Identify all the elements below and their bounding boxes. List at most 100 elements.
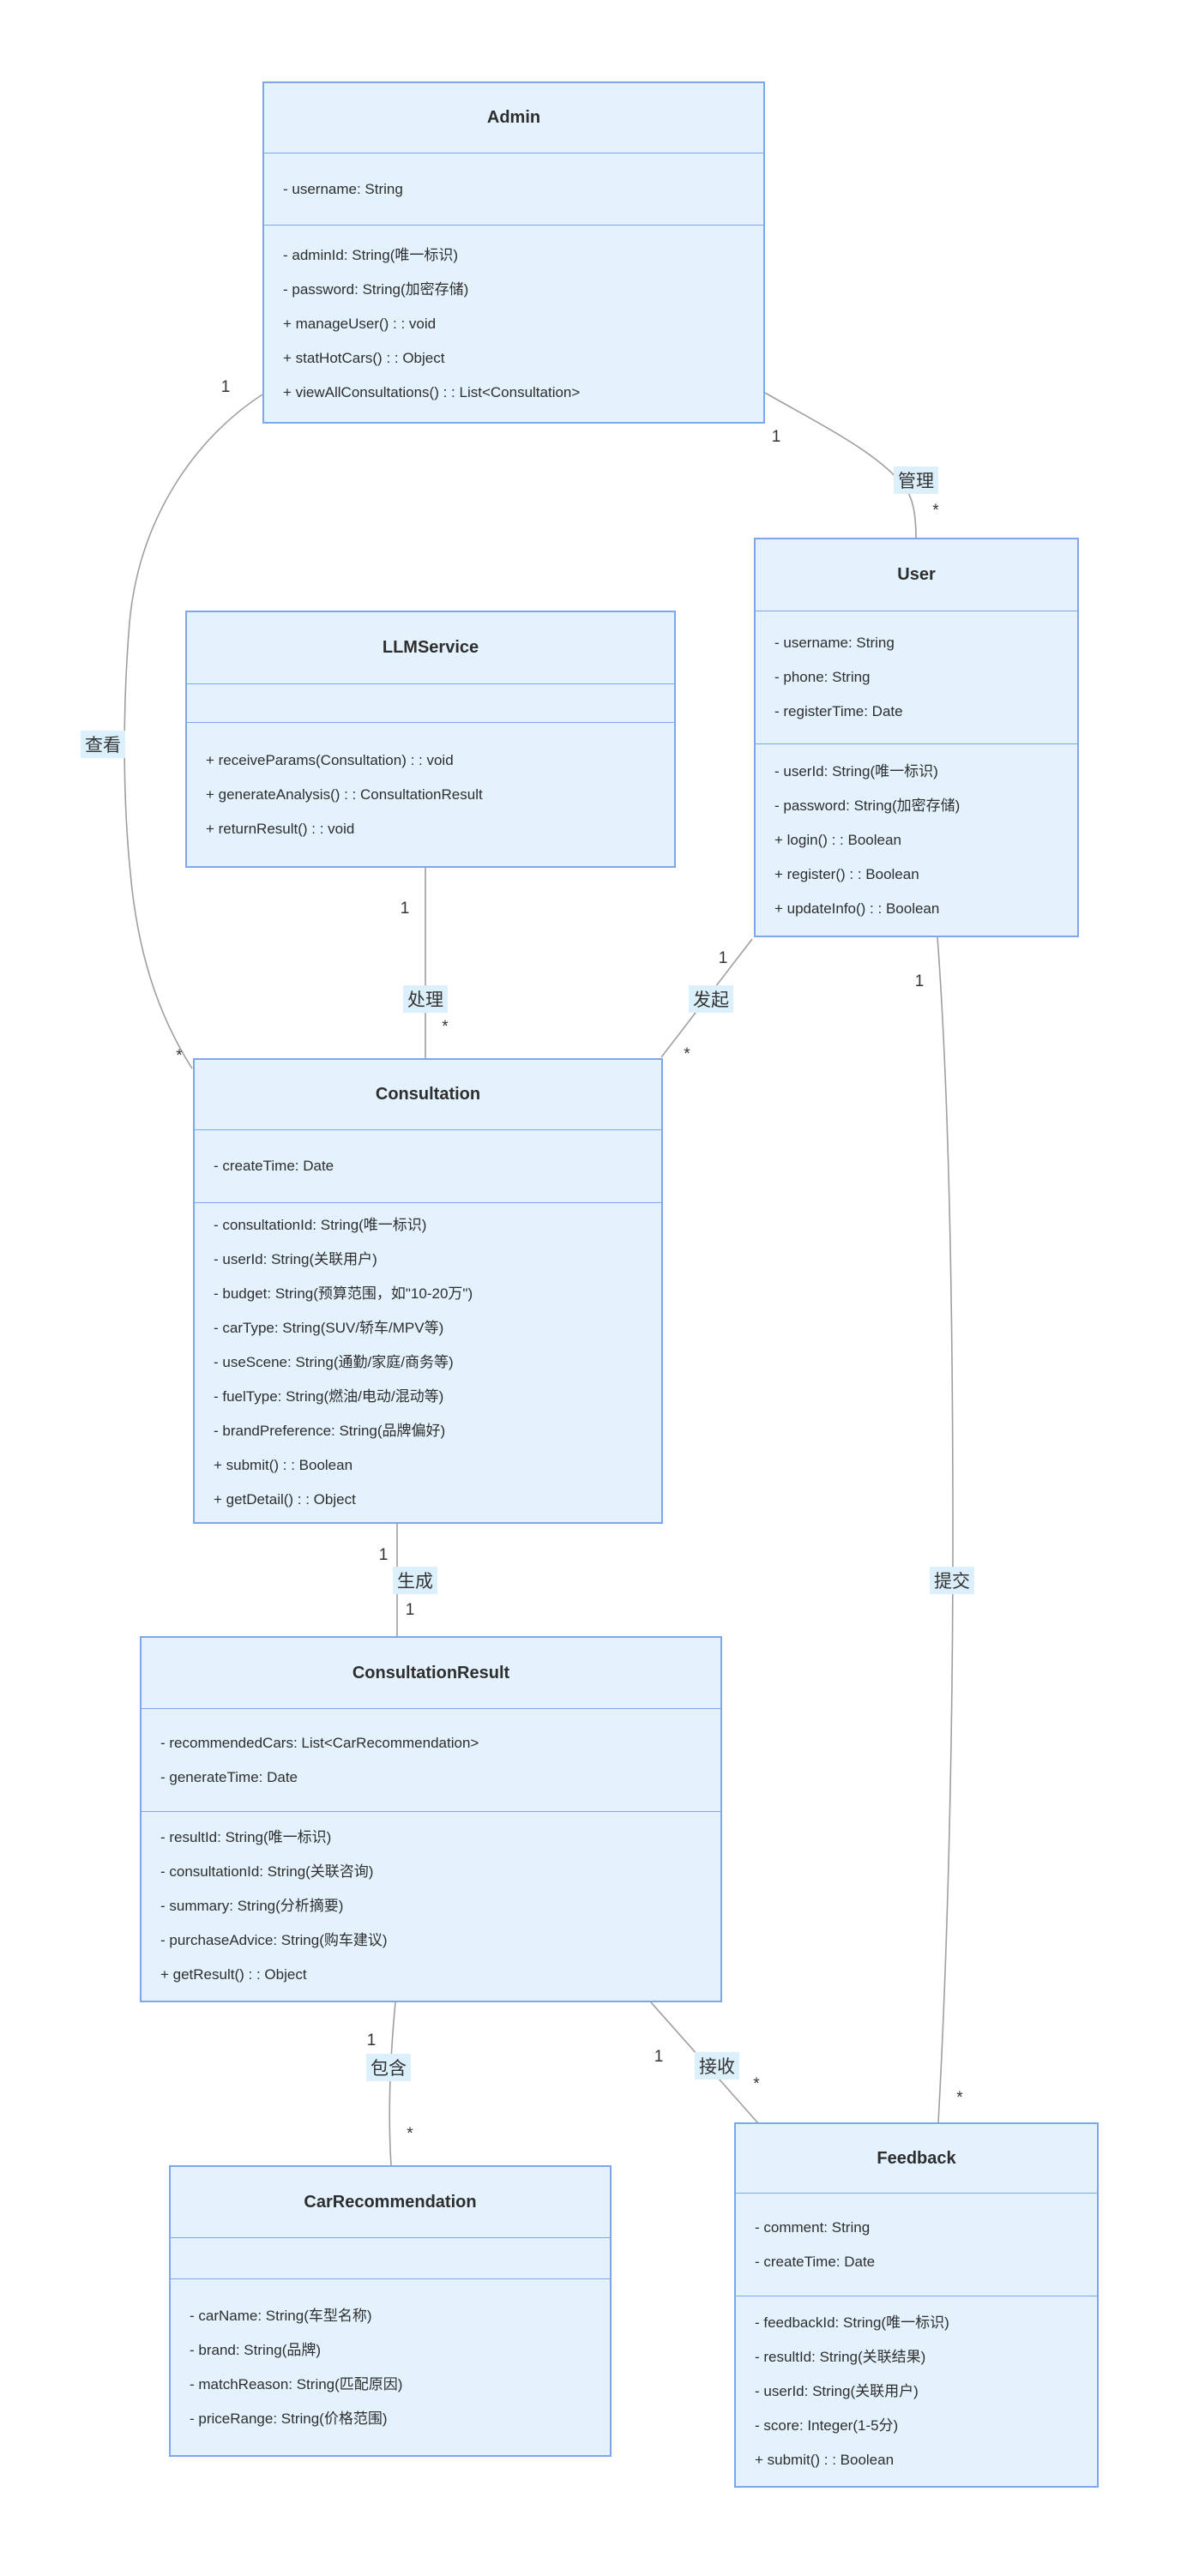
class-method: - carName: String(车型名称) <box>190 2307 372 2324</box>
class-method: + generateAnalysis() : : ConsultationRes… <box>206 785 483 803</box>
mult-receive-to: * <box>753 2075 760 2093</box>
edge-label-submit: 提交 <box>930 1567 974 1594</box>
class-title-text: Admin <box>486 108 541 127</box>
class-method: - feedbackId: String(唯一标识) <box>755 2314 949 2331</box>
class-title-llmservice: LLMService <box>187 612 674 683</box>
class-method: - password: String(加密存储) <box>774 797 961 814</box>
edge-label-view: 查看 <box>81 731 125 758</box>
class-box-feedback: Feedback - comment: String - createTime:… <box>734 2122 1099 2488</box>
class-box-carrecommendation: CarRecommendation - carName: String(车型名称… <box>169 2165 612 2457</box>
class-method: - score: Integer(1-5分) <box>755 2417 899 2434</box>
class-method: - summary: String(分析摘要) <box>160 1898 344 1914</box>
class-method: - password: String(加密存储) <box>283 280 469 298</box>
class-attribute: - username: String <box>283 180 403 197</box>
class-method: + register() : : Boolean <box>774 865 919 882</box>
class-method: - brand: String(品牌) <box>190 2341 322 2358</box>
edge-result-carrecommendation-contain <box>389 2001 396 2166</box>
class-method: + receiveParams(Consultation) : : void <box>206 751 454 768</box>
class-method: - resultId: String(关联结果) <box>755 2348 926 2365</box>
mult-manage-to: * <box>932 502 939 520</box>
class-method: - consultationId: String(唯一标识) <box>214 1217 427 1233</box>
class-methods-user: - userId: String(唯一标识) - password: Strin… <box>756 743 1077 936</box>
class-title-text: Feedback <box>877 2148 956 2168</box>
class-box-consultationresult: ConsultationResult - recommendedCars: Li… <box>140 1636 722 2002</box>
class-method: - userId: String(关联用户) <box>755 2382 919 2399</box>
class-attributes-admin: - username: String <box>264 153 763 225</box>
class-method: + submit() : : Boolean <box>214 1457 353 1473</box>
mult-process-to: * <box>442 1018 449 1036</box>
class-title-consultationresult: ConsultationResult <box>142 1638 720 1708</box>
class-attributes-feedback: - comment: String - createTime: Date <box>736 2193 1097 2296</box>
class-title-admin: Admin <box>264 83 763 153</box>
class-title-text: LLMService <box>382 638 479 657</box>
edge-admin-consultation-view <box>124 394 263 1069</box>
class-method: + returnResult() : : void <box>206 820 355 837</box>
class-method: + submit() : : Boolean <box>755 2451 895 2468</box>
class-attribute: - generateTime: Date <box>160 1768 298 1785</box>
class-attributes-llmservice <box>187 683 674 722</box>
class-attribute: - comment: String <box>755 2218 871 2236</box>
class-method: - consultationId: String(关联咨询) <box>160 1863 374 1880</box>
class-method: + login() : : Boolean <box>774 831 901 848</box>
mult-initiate-from: 1 <box>718 949 728 967</box>
edge-label-process: 处理 <box>403 985 448 1013</box>
mult-view-to: * <box>176 1047 183 1065</box>
edge-user-feedback-submit <box>937 936 954 2123</box>
class-attributes-consultation: - createTime: Date <box>195 1129 661 1202</box>
class-method: + updateInfo() : : Boolean <box>774 900 940 917</box>
class-method: - budget: String(预算范围，如"10-20万") <box>214 1285 473 1302</box>
class-box-llmservice: LLMService + receiveParams(Consultation)… <box>185 611 676 868</box>
class-attributes-user: - username: String - phone: String - reg… <box>756 611 1077 743</box>
class-methods-feedback: - feedbackId: String(唯一标识) - resultId: S… <box>736 2296 1097 2486</box>
edge-admin-user-manage <box>764 392 917 539</box>
class-attribute: - recommendedCars: List<CarRecommendatio… <box>160 1734 479 1751</box>
mult-process-from: 1 <box>400 900 410 918</box>
mult-submit-from: 1 <box>914 972 925 990</box>
class-method: - brandPreference: String(品牌偏好) <box>214 1423 446 1439</box>
class-method: - priceRange: String(价格范围) <box>190 2410 388 2427</box>
edge-label-manage: 管理 <box>894 466 938 494</box>
mult-manage-from: 1 <box>771 428 781 446</box>
class-methods-llmservice: + receiveParams(Consultation) : : void +… <box>187 722 674 866</box>
class-method: + getResult() : : Object <box>160 1966 307 1983</box>
mult-generate-from: 1 <box>378 1546 389 1564</box>
class-title-consultation: Consultation <box>195 1060 661 1129</box>
mult-generate-to: 1 <box>405 1601 415 1619</box>
class-attribute: - createTime: Date <box>214 1158 334 1174</box>
class-method: - userId: String(关联用户) <box>214 1251 377 1267</box>
class-method: - carType: String(SUV/轿车/MPV等) <box>214 1320 444 1336</box>
class-method: - adminId: String(唯一标识) <box>283 246 459 263</box>
class-methods-consultation: - consultationId: String(唯一标识) - userId:… <box>195 1202 661 1522</box>
class-methods-admin: - adminId: String(唯一标识) - password: Stri… <box>264 225 763 422</box>
class-title-text: User <box>897 565 936 584</box>
class-method: - useScene: String(通勤/家庭/商务等) <box>214 1354 454 1370</box>
class-title-text: CarRecommendation <box>304 2192 477 2212</box>
class-box-admin: Admin - username: String - adminId: Stri… <box>262 81 765 424</box>
class-box-user: User - username: String - phone: String … <box>754 538 1079 937</box>
class-method: + getDetail() : : Object <box>214 1491 356 1508</box>
class-title-text: ConsultationResult <box>352 1663 510 1682</box>
class-method: - userId: String(唯一标识) <box>774 762 938 779</box>
class-method: - fuelType: String(燃油/电动/混动等) <box>214 1388 444 1405</box>
mult-contain-from: 1 <box>366 2031 377 2049</box>
class-attribute: - registerTime: Date <box>774 703 903 719</box>
class-attribute: - username: String <box>774 635 895 651</box>
mult-submit-to: * <box>956 2089 963 2107</box>
mult-initiate-to: * <box>684 1045 690 1063</box>
class-methods-carrecommendation: - carName: String(车型名称) - brand: String(… <box>171 2278 610 2455</box>
class-method: + manageUser() : : void <box>283 315 437 332</box>
class-method: + viewAllConsultations() : : List<Consul… <box>283 383 581 400</box>
edge-label-initiate: 发起 <box>689 985 733 1013</box>
class-attributes-carrecommendation <box>171 2237 610 2278</box>
edge-label-receive: 接收 <box>695 2052 739 2079</box>
edge-label-contain: 包含 <box>366 2054 411 2081</box>
class-title-feedback: Feedback <box>736 2124 1097 2193</box>
class-method: + statHotCars() : : Object <box>283 349 445 366</box>
class-box-consultation: Consultation - createTime: Date - consul… <box>193 1058 663 1524</box>
class-attributes-consultationresult: - recommendedCars: List<CarRecommendatio… <box>142 1708 720 1811</box>
class-method: - purchaseAdvice: String(购车建议) <box>160 1932 388 1948</box>
class-title-text: Consultation <box>375 1085 481 1104</box>
mult-receive-from: 1 <box>654 2048 664 2066</box>
class-method: - resultId: String(唯一标识) <box>160 1829 332 1845</box>
